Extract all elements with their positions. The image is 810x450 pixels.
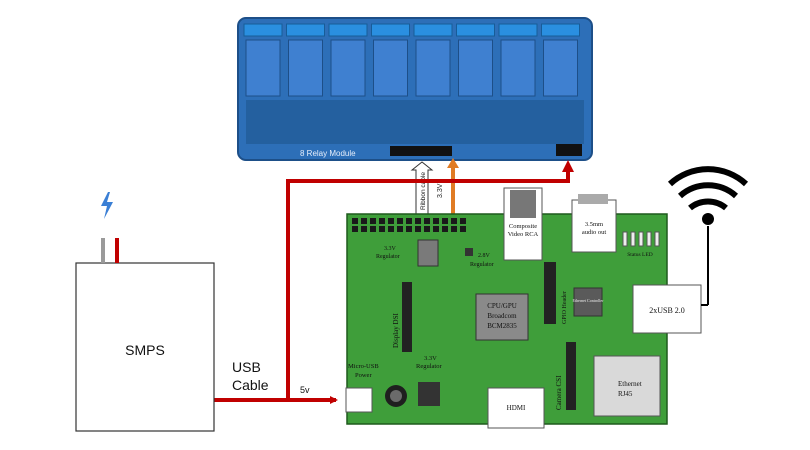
gpio-pin bbox=[397, 226, 403, 232]
usb-cable-label-1: USB bbox=[232, 359, 261, 375]
reg-2v8-label: 2.8V bbox=[478, 253, 491, 259]
camera-csi-label: Camera CSI bbox=[555, 375, 563, 410]
regulator-bottom-label: Regulator bbox=[416, 363, 442, 370]
gpio-pin bbox=[442, 218, 448, 224]
smps-label: SMPS bbox=[125, 342, 165, 358]
gpio-3v3-wire: 3.3V bbox=[437, 158, 459, 214]
relay-module-label: 8 Relay Module bbox=[300, 149, 356, 158]
gpio-pin bbox=[451, 218, 457, 224]
wifi-icon bbox=[667, 166, 749, 306]
audio-label-1: 3.5mm bbox=[585, 221, 603, 228]
smps-box: SMPS bbox=[75, 192, 215, 432]
gpio-pin bbox=[388, 226, 394, 232]
screw-terminal bbox=[286, 23, 325, 37]
raspberry-pi-board: 3.3V Regulator 2.8V Regulator Composite … bbox=[345, 187, 702, 429]
gpio-pin bbox=[370, 218, 376, 224]
gpio-pin bbox=[361, 226, 367, 232]
relay bbox=[288, 39, 323, 97]
gpio-pin bbox=[451, 226, 457, 232]
status-leds bbox=[622, 231, 660, 247]
cpu-label-3: BCM2835 bbox=[487, 322, 517, 330]
screw-terminal bbox=[328, 23, 368, 37]
gpio-pin bbox=[361, 218, 367, 224]
screw-terminal bbox=[498, 23, 538, 37]
gpio-pin bbox=[352, 218, 358, 224]
gpio-pin bbox=[424, 226, 430, 232]
gpio-pin bbox=[406, 226, 412, 232]
micro-usb-label-2: Power bbox=[355, 372, 372, 379]
composite-label-1: Composite bbox=[509, 223, 537, 230]
gpio-header-label: GPIO Header bbox=[562, 291, 568, 324]
gpio-pin bbox=[460, 218, 466, 224]
cpu-label-1: CPU/GPU bbox=[487, 302, 517, 310]
relay bbox=[500, 39, 536, 97]
status-led-label: Status LED bbox=[627, 252, 653, 258]
relay bbox=[373, 39, 408, 97]
gpio-pin bbox=[415, 218, 421, 224]
hdmi-label: HDMI bbox=[507, 404, 526, 412]
relay bbox=[330, 39, 366, 97]
micro-usb-label-1: Micro-USB bbox=[348, 363, 379, 370]
gpio-pin bbox=[388, 218, 394, 224]
gpio-pin bbox=[352, 226, 358, 232]
relay bbox=[415, 39, 451, 97]
rj45-label: RJ45 bbox=[618, 390, 633, 398]
reg-3v3-bottom-label: 3.3V bbox=[424, 355, 437, 362]
gpio-3v3-label: 3.3V bbox=[437, 183, 444, 198]
regulator-top-label: Regulator bbox=[376, 254, 400, 260]
ribbon-cable-label: Ribbon cable bbox=[420, 172, 427, 210]
relay bbox=[245, 39, 281, 97]
screw-terminal bbox=[541, 23, 580, 37]
ethernet-label: Ethernet bbox=[618, 380, 642, 388]
usb-cable-label-2: Cable bbox=[232, 377, 269, 393]
gpio-pin bbox=[433, 226, 439, 232]
regulator-2v8-label: Regulator bbox=[470, 262, 494, 268]
ribbon-cable: Ribbon cable bbox=[410, 161, 434, 216]
gpio-pin bbox=[415, 226, 421, 232]
gpio-pin bbox=[370, 226, 376, 232]
display-dsi-label: Display DSI bbox=[392, 313, 400, 348]
gpio-pin bbox=[379, 226, 385, 232]
relay-module: 8 Relay Module bbox=[237, 17, 593, 161]
lightning-icon bbox=[101, 192, 113, 219]
audio-label-2: audio out bbox=[582, 229, 607, 236]
power-wires bbox=[214, 160, 574, 404]
gpio-pin bbox=[424, 218, 430, 224]
screw-terminal bbox=[371, 23, 410, 37]
gpio-pin bbox=[460, 226, 466, 232]
gpio-header bbox=[352, 218, 466, 232]
gpio-pin bbox=[397, 218, 403, 224]
screw-terminal bbox=[413, 23, 453, 37]
gpio-pin bbox=[433, 218, 439, 224]
gpio-pin bbox=[379, 218, 385, 224]
cpu-label-2: Broadcom bbox=[487, 312, 517, 320]
ethernet-controller-label: Ethernet Controller bbox=[573, 298, 605, 303]
gpio-pin bbox=[406, 218, 412, 224]
screw-terminal bbox=[456, 23, 495, 37]
voltage-label: 5v bbox=[300, 385, 310, 395]
composite-label-2: Video RCA bbox=[508, 231, 539, 238]
screw-terminal bbox=[243, 23, 283, 37]
relay bbox=[543, 39, 578, 97]
usb2-label: 2xUSB 2.0 bbox=[649, 306, 685, 315]
reg-3v3-top-label: 3.3V bbox=[384, 246, 397, 252]
relay bbox=[458, 39, 493, 97]
gpio-pin bbox=[442, 226, 448, 232]
